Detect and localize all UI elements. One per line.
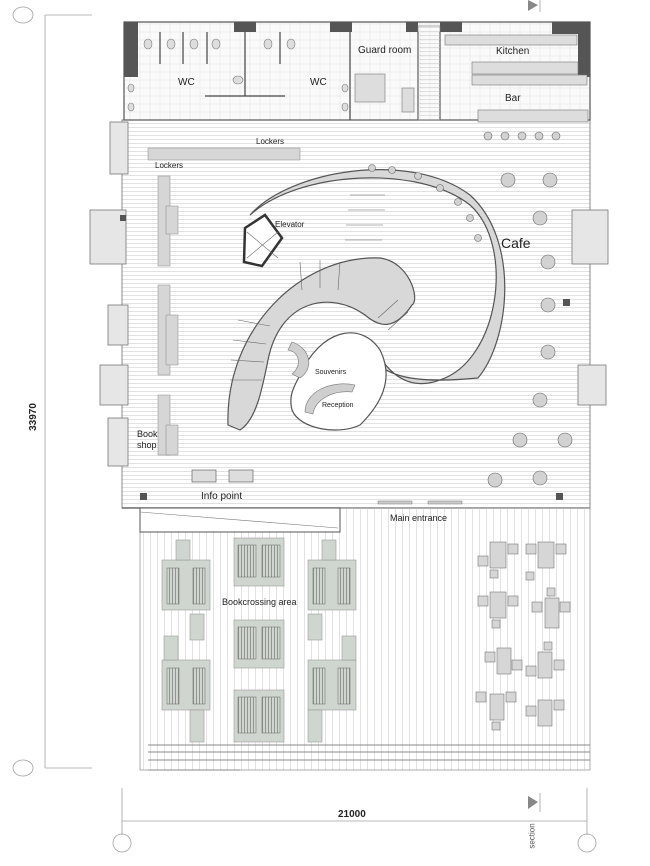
- room-label-elevator: Elevator: [275, 220, 305, 229]
- room-label-guard-room: Guard room: [358, 45, 412, 56]
- book-shop-line1: Book: [137, 429, 158, 439]
- section-marker-label: section: [527, 823, 537, 849]
- room-label-souvenirs: Souvenirs: [315, 369, 347, 376]
- book-shop-line2: shop: [137, 440, 157, 450]
- room-label-wc-left: WC: [178, 77, 195, 88]
- room-label-cafe: Cafe: [501, 235, 531, 251]
- room-label-main-entrance: Main entrance: [390, 513, 448, 523]
- dimension-width: 21000: [338, 809, 366, 820]
- room-label-wc-right: WC: [310, 77, 327, 88]
- room-label-lockers-left: Lockers: [155, 161, 184, 170]
- room-label-bar: Bar: [505, 93, 521, 104]
- room-label-reception: Reception: [322, 402, 354, 409]
- room-label-book-shop: Book shop: [137, 429, 158, 451]
- dimension-lines: [12, 0, 597, 853]
- dimension-height: 33970: [27, 403, 39, 431]
- room-label-info-point: Info point: [201, 491, 243, 502]
- room-label-lockers-top: Lockers: [256, 137, 285, 146]
- room-label-kitchen: Kitchen: [496, 46, 530, 57]
- room-label-bookcrossing-area: Bookcrossing area: [222, 597, 297, 607]
